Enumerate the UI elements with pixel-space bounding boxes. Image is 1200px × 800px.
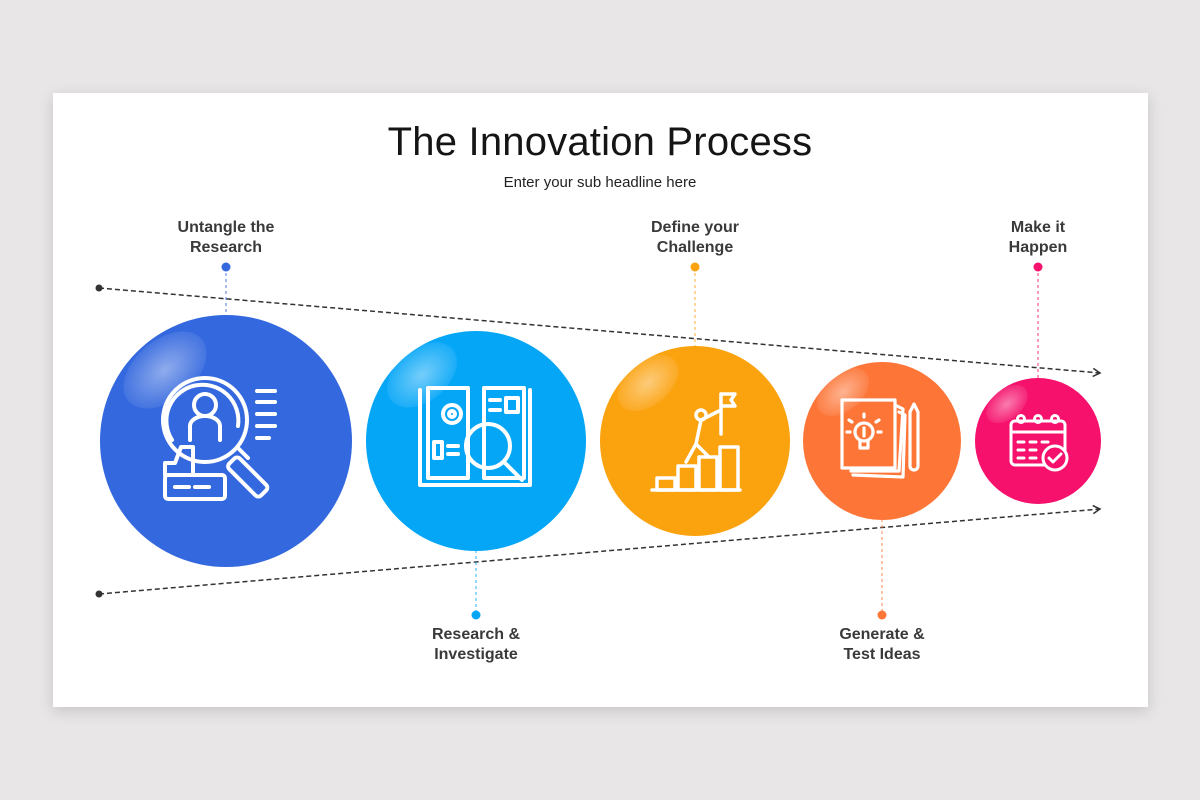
idea-paper-pencil-icon xyxy=(840,398,920,479)
step-3-circle xyxy=(600,346,790,536)
step-2-label-line1: Research & xyxy=(431,626,521,643)
step-5-label-line1: Make it xyxy=(1010,219,1066,236)
step-1-label-line2: Research xyxy=(189,239,263,256)
step-4-label-line2: Test Ideas xyxy=(843,646,921,663)
connector-step-5 xyxy=(1033,262,1043,378)
step-5-label: Make it Happen xyxy=(958,218,1118,258)
connector-step-3 xyxy=(690,262,700,346)
step-2-label-line2: Investigate xyxy=(434,646,518,663)
book-gear-magnifier-icon xyxy=(418,386,532,487)
step-2-label: Research & Investigate xyxy=(396,625,556,665)
funnel-bottom-line xyxy=(95,504,1102,598)
step-4-label-line1: Generate & xyxy=(839,626,925,643)
calendar-check-icon xyxy=(1009,414,1069,472)
step-3-label: Define your Challenge xyxy=(615,218,775,258)
step-3-label-line1: Define your xyxy=(650,219,739,236)
funnel-top-line xyxy=(95,284,1102,378)
step-1-label: Untangle the Research xyxy=(146,218,306,258)
step-4-circle xyxy=(803,362,961,520)
user-search-icon xyxy=(161,376,277,501)
step-3-label-line2: Challenge xyxy=(656,239,734,256)
step-4-label: Generate & Test Ideas xyxy=(802,625,962,665)
climber-flag-stairs-icon xyxy=(650,392,742,492)
step-5-label-line2: Happen xyxy=(1008,239,1068,256)
slide-subtitle: Enter your sub headline here xyxy=(503,174,697,191)
connector-step-1 xyxy=(221,262,231,314)
step-2-circle xyxy=(366,331,586,551)
step-1-circle xyxy=(100,315,352,567)
slide-title: The Innovation Process xyxy=(387,120,813,164)
step-5-circle xyxy=(975,378,1101,504)
connector-step-4 xyxy=(877,519,887,620)
connector-step-2 xyxy=(471,550,481,620)
step-1-label-line1: Untangle the xyxy=(177,219,275,236)
